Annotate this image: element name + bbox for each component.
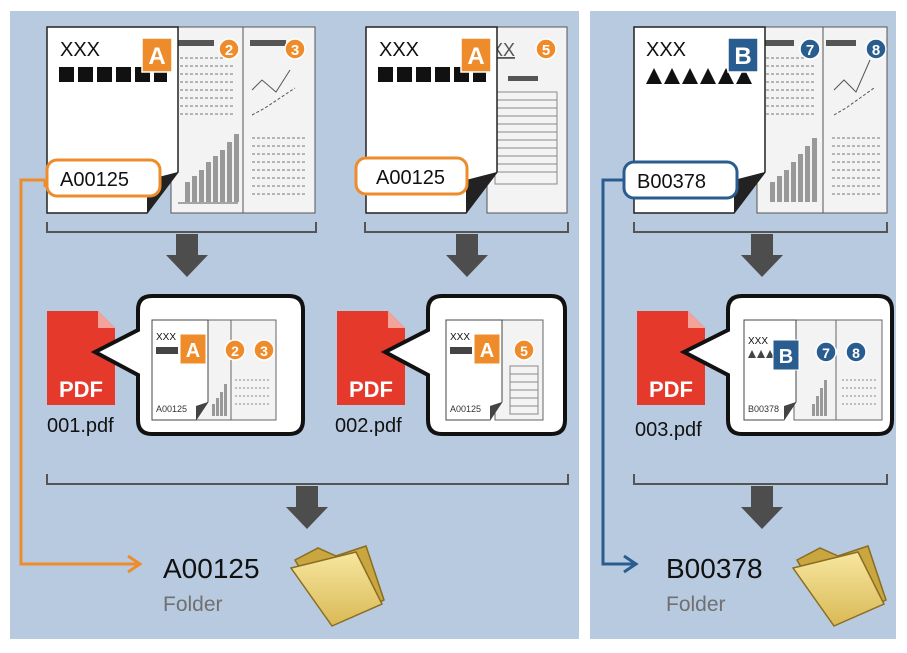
thumb-code: B00378 bbox=[748, 404, 779, 414]
pdf-icon-label: PDF bbox=[349, 377, 393, 402]
page-1c-badge: 3 bbox=[291, 42, 299, 59]
folder-output-1: A00125 Folder bbox=[163, 545, 385, 627]
thumb-badge-2: 8 bbox=[852, 345, 860, 361]
folder-icon bbox=[289, 545, 385, 627]
thumb-badge-1: 5 bbox=[520, 343, 528, 359]
connector-blue bbox=[601, 178, 639, 574]
thumb-header: XXX bbox=[450, 332, 470, 343]
page-2-header: XXX bbox=[379, 39, 419, 61]
page-1-header: XXX bbox=[60, 39, 100, 61]
page-3c-badge: 8 bbox=[872, 42, 880, 59]
page-2b-badge: 5 bbox=[542, 42, 550, 59]
pdf-icon-label: PDF bbox=[59, 377, 103, 402]
page-3b-badge: 7 bbox=[806, 42, 814, 59]
connector-orange bbox=[19, 178, 143, 574]
thumb-code: A00125 bbox=[156, 404, 187, 414]
thumb-tag: A bbox=[186, 340, 200, 362]
page-1b-badge: 2 bbox=[225, 42, 233, 59]
pdf-group-1: PDF 001.pdf XXX A 2 3 A00125 bbox=[47, 294, 305, 437]
page-1-code: A00125 bbox=[60, 169, 129, 191]
thumb-badge-1: 2 bbox=[231, 343, 239, 359]
pdf-filename: 002.pdf bbox=[335, 415, 402, 437]
thumb-header: XXX bbox=[748, 336, 768, 347]
thumb-tag: B bbox=[779, 346, 793, 368]
page-1-tag: A bbox=[148, 43, 165, 70]
thumb-badge-2: 3 bbox=[260, 343, 268, 359]
down-arrows bbox=[166, 234, 783, 529]
page-3-header: XXX bbox=[646, 39, 686, 61]
folder-name: A00125 bbox=[163, 553, 260, 584]
pdf-group-3: PDF 003.pdf XXX B 7 8 B00378 bbox=[635, 294, 894, 441]
brackets bbox=[46, 222, 888, 485]
thumb-tag: A bbox=[480, 340, 494, 362]
folder-name: B00378 bbox=[666, 553, 763, 584]
page-2-code: A00125 bbox=[376, 167, 445, 189]
folder-label: Folder bbox=[666, 593, 726, 616]
thumb-badge-1: 7 bbox=[822, 345, 830, 361]
folder-icon bbox=[791, 545, 887, 627]
page-2-tag: A bbox=[467, 43, 484, 70]
pdf-icon-label: PDF bbox=[649, 377, 693, 402]
scan-set-2: XX XXX A 5 A00125 bbox=[354, 26, 568, 214]
scan-set-1: XXX A 2 3 A00125 bbox=[43, 26, 316, 214]
scan-set-3: XXX B 7 8 B00378 bbox=[622, 26, 888, 214]
page-3-code: B00378 bbox=[637, 171, 706, 193]
folder-label: Folder bbox=[163, 593, 223, 616]
pdf-filename: 003.pdf bbox=[635, 419, 702, 441]
folder-output-2: B00378 Folder bbox=[666, 545, 887, 627]
thumb-header: XXX bbox=[156, 332, 176, 343]
page-3-tag: B bbox=[734, 43, 751, 70]
pdf-group-2: PDF 002.pdf XXX A 5 A00125 bbox=[335, 294, 567, 437]
pdf-filename: 001.pdf bbox=[47, 415, 114, 437]
thumb-code: A00125 bbox=[450, 404, 481, 414]
